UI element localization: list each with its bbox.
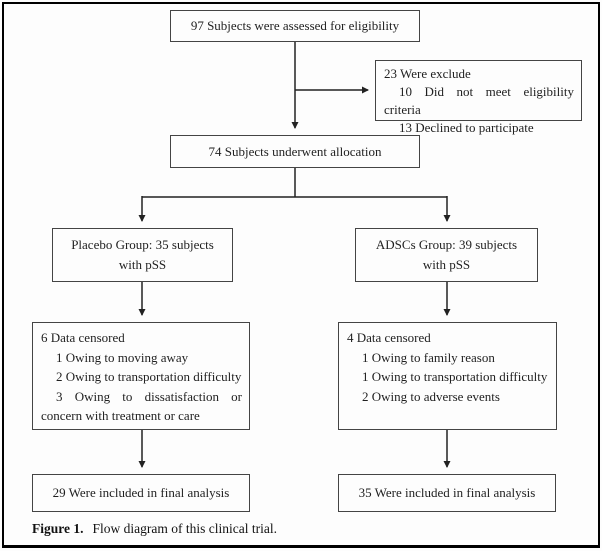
- final-right-text: 35 Were included in final analysis: [358, 485, 536, 500]
- figure-caption-text: Flow diagram of this clinical trial.: [92, 521, 277, 536]
- excluded-reason: 13 Declined to participate: [399, 120, 534, 135]
- censored-left-title: 6 Data censored: [41, 330, 125, 345]
- placebo-group-line2: with pSS: [118, 257, 167, 272]
- censored-right-reason: 2 Owing to adverse events: [362, 388, 500, 404]
- final-left-box: 29 Were included in final analysis: [32, 474, 250, 512]
- adscs-group-box: ADSCs Group: 39 subjects with pSS: [355, 228, 538, 282]
- eligibility-box: 97 Subjects were assessed for eligibilit…: [170, 10, 420, 42]
- censored-right-title: 4 Data censored: [347, 330, 431, 345]
- placebo-group-line1: Placebo Group: 35 subjects: [71, 237, 214, 252]
- excluded-title: 23 Were exclude: [384, 66, 471, 81]
- allocation-text: 74 Subjects underwent allocation: [208, 143, 382, 159]
- adscs-group-line1: ADSCs Group: 39 subjects: [375, 237, 518, 252]
- censored-left-reason: 2 Owing to transportation difficulty: [56, 369, 242, 384]
- allocation-box: 74 Subjects underwent allocation: [170, 135, 420, 168]
- censored-left-reason: 3 Owing to dissatisfaction or concern wi…: [41, 388, 242, 424]
- final-left-text: 29 Were included in final analysis: [52, 485, 230, 500]
- censored-right-reason: 1 Owing to family reason: [362, 349, 495, 365]
- excluded-reason: 10 Did not meet eligibility criteria: [384, 84, 574, 117]
- censored-left-box: 6 Data censored 1 Owing to moving away 2…: [32, 322, 250, 430]
- censored-left-reason: 1 Owing to moving away: [56, 349, 189, 365]
- excluded-box: 23 Were exclude 10 Did not meet eligibil…: [375, 60, 582, 135]
- adscs-group-line2: with pSS: [422, 257, 471, 272]
- eligibility-text: 97 Subjects were assessed for eligibilit…: [190, 18, 400, 33]
- placebo-group-box: Placebo Group: 35 subjects with pSS: [52, 228, 233, 282]
- figure-caption: Figure 1. Flow diagram of this clinical t…: [32, 521, 277, 537]
- censored-right-reason: 1 Owing to transportation difficulty: [362, 369, 548, 384]
- final-right-box: 35 Were included in final analysis: [338, 474, 556, 512]
- figure-caption-label: Figure 1.: [32, 521, 84, 536]
- censored-right-box: 4 Data censored 1 Owing to family reason…: [338, 322, 557, 430]
